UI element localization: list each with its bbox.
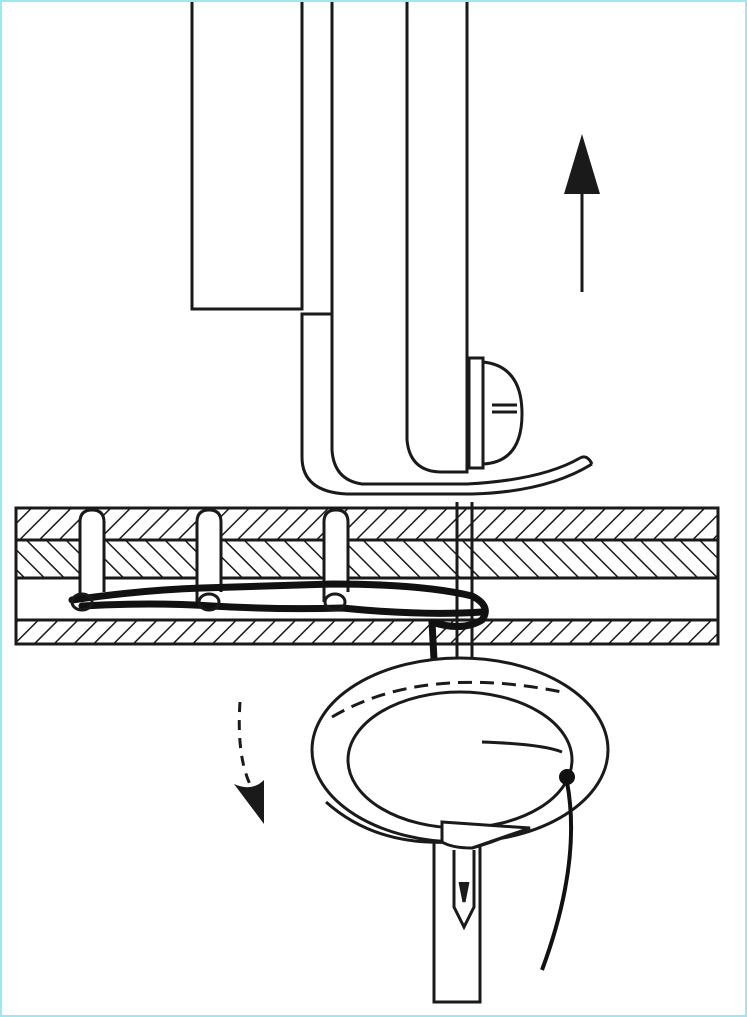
needle-tip — [452, 850, 476, 931]
up-arrow-icon — [564, 134, 600, 292]
screw-icon — [467, 356, 524, 470]
thread-loop-knots — [70, 592, 347, 612]
needle-bar — [405, 2, 469, 474]
stitch-loops — [78, 508, 350, 602]
presser-bar-block — [190, 2, 304, 311]
looper-hook — [440, 820, 531, 850]
looper-thread-tail — [540, 769, 575, 971]
presser-foot — [300, 2, 594, 496]
fabric-layers — [14, 506, 720, 646]
curved-arrow-icon — [234, 701, 264, 824]
looper-ring — [310, 656, 610, 850]
